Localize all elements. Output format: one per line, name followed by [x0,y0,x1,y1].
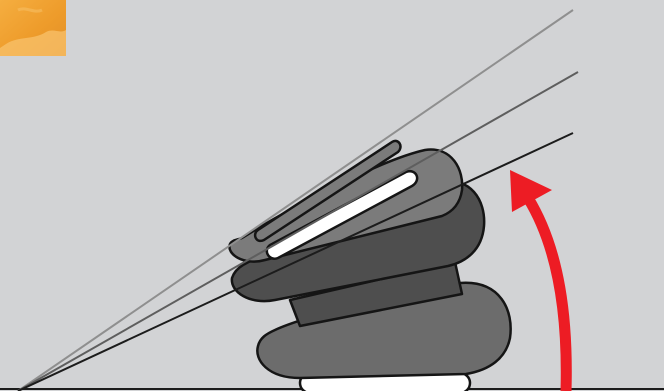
corner-patch [0,0,66,56]
